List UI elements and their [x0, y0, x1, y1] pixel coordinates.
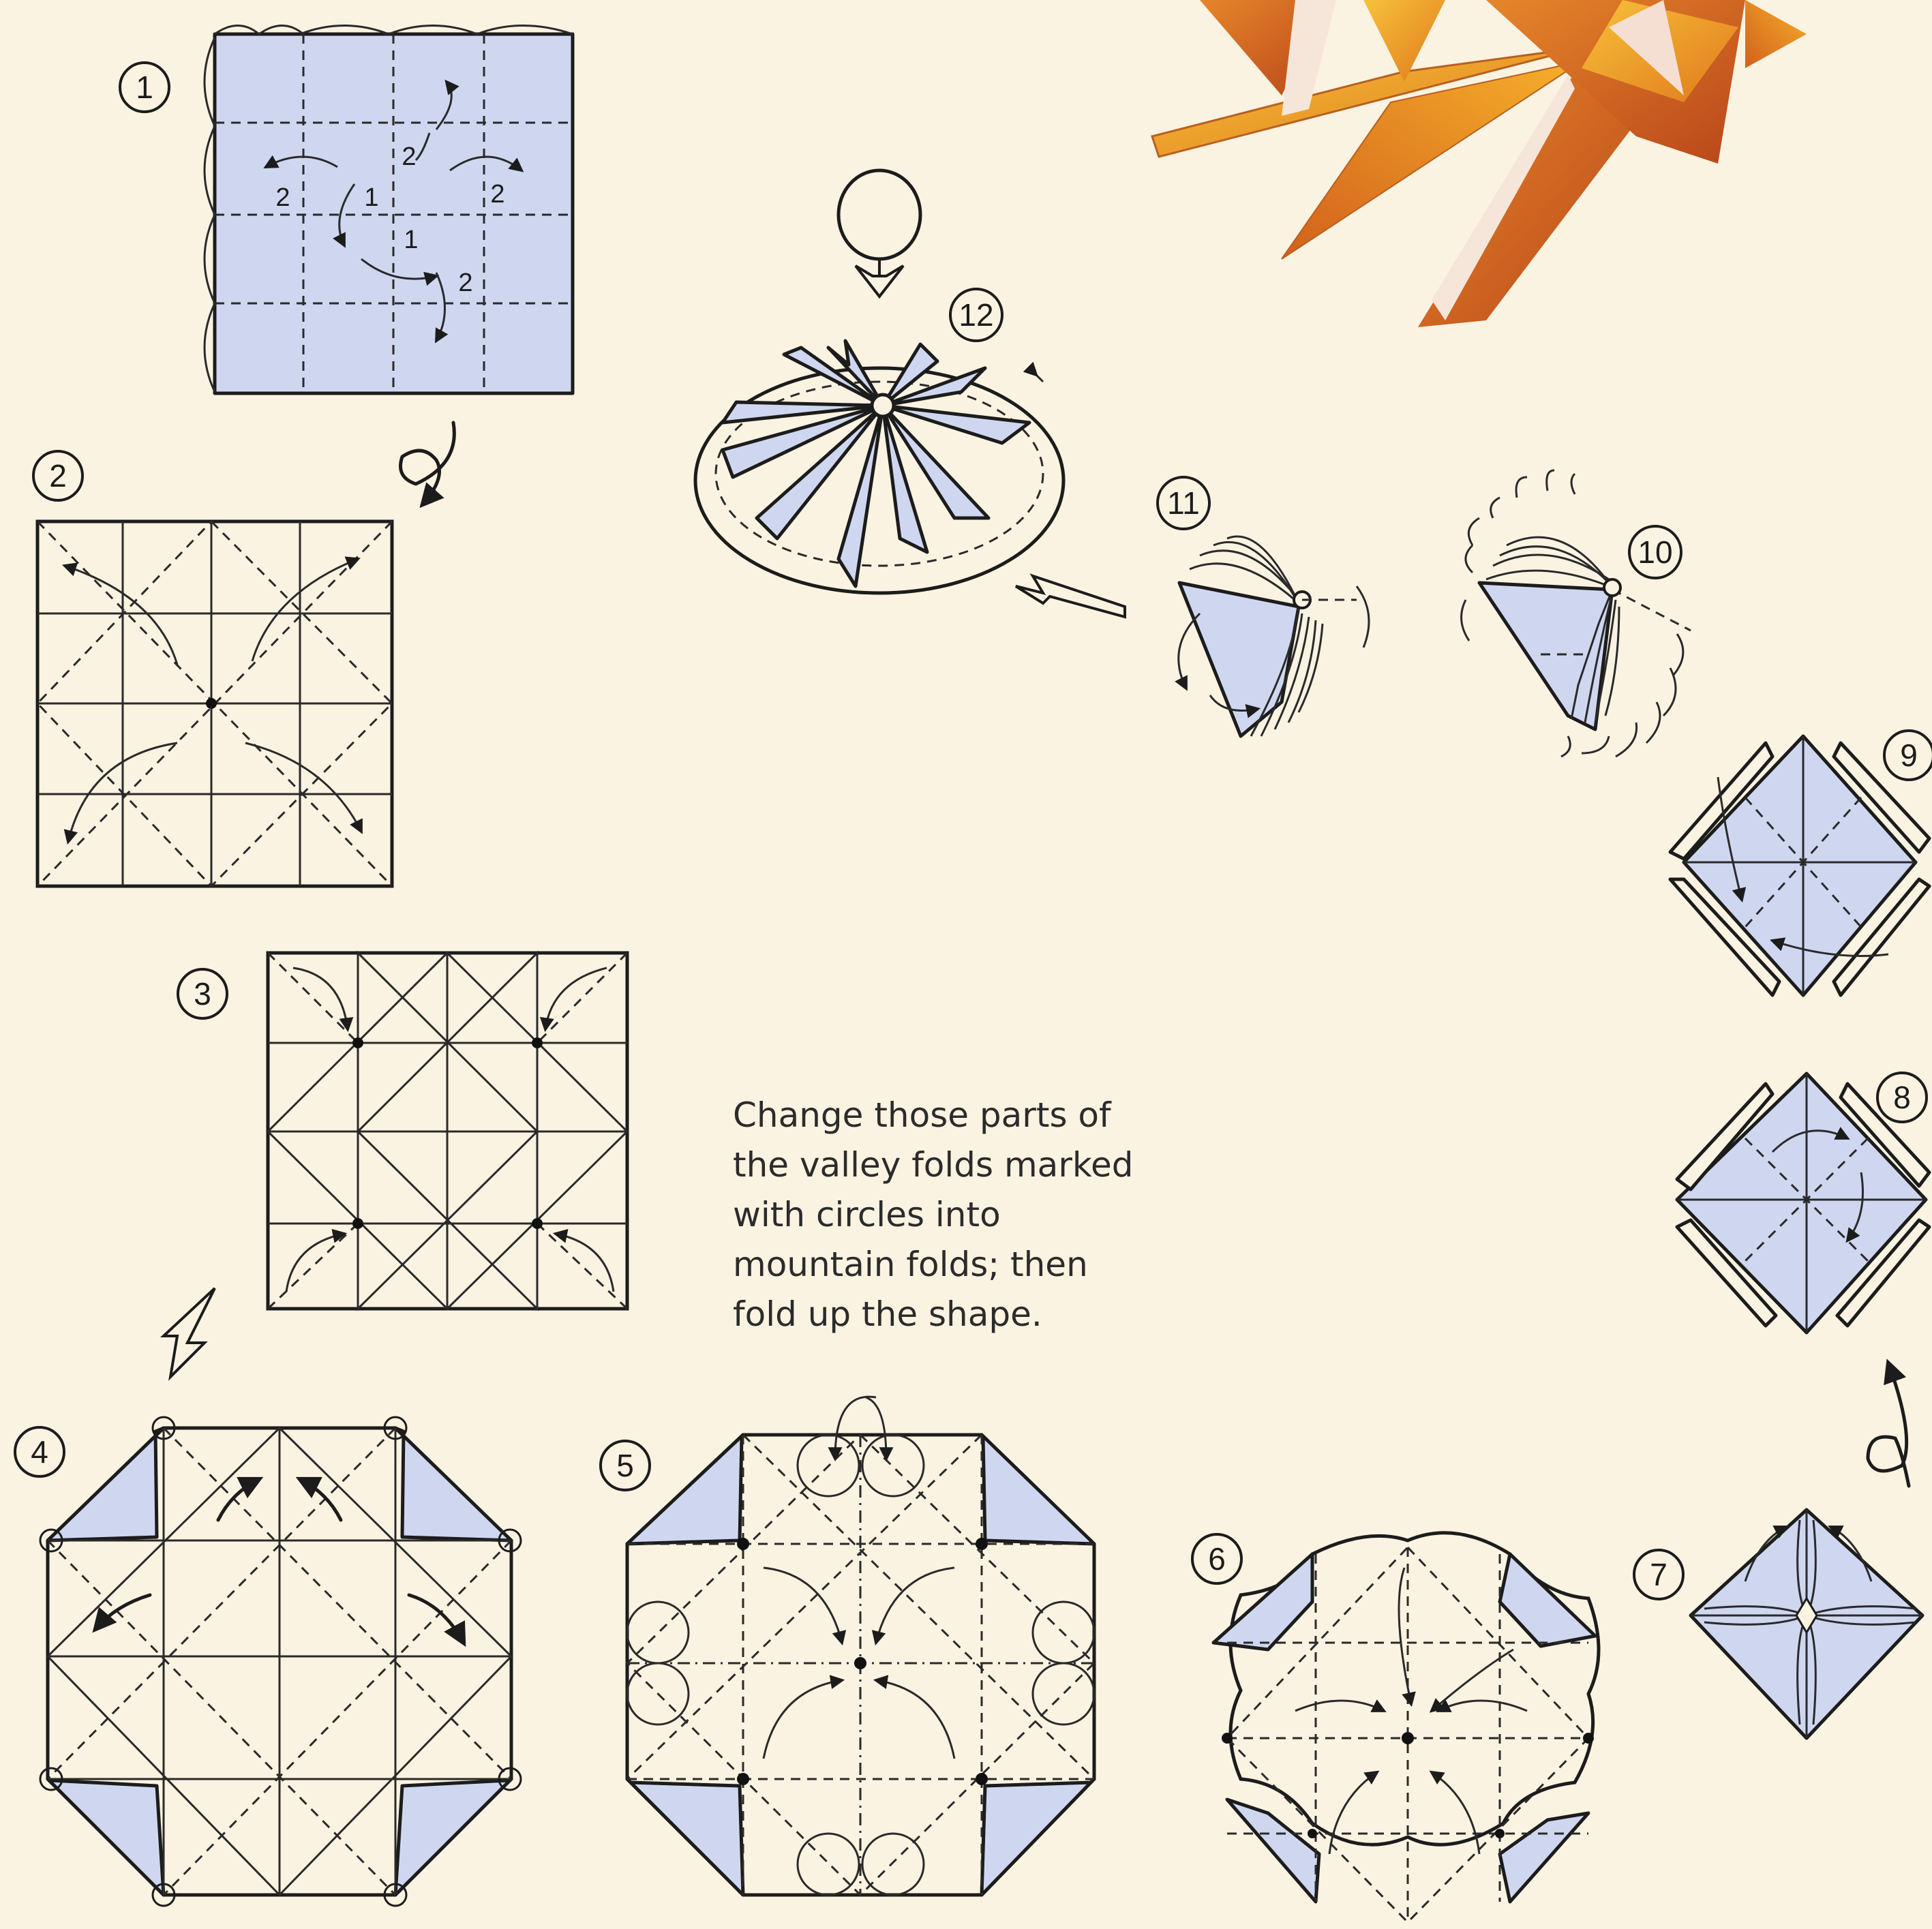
step-number: 3	[194, 976, 211, 1012]
step-10-diagram	[1462, 470, 1691, 757]
step-5-badge: 5	[601, 1441, 650, 1490]
next-step-arrow	[164, 1288, 215, 1377]
step-11-badge: 11	[1158, 477, 1209, 529]
step-number: 12	[959, 297, 993, 333]
step-12-badge: 12	[950, 289, 1002, 341]
step-2-badge: 2	[33, 451, 82, 500]
step-12-diagram	[695, 170, 1063, 593]
instruction-line: the valley folds marked	[733, 1140, 1142, 1190]
step-7-diagram	[1691, 1510, 1922, 1738]
step1-order-label: 2	[275, 183, 290, 212]
step-10-badge: 10	[1629, 526, 1681, 578]
step-9-badge: 9	[1884, 731, 1932, 780]
step-number: 2	[49, 458, 67, 493]
step-number: 7	[1650, 1557, 1667, 1592]
step-9-diagram	[1670, 736, 1929, 995]
step1-order-label: 2	[490, 180, 504, 209]
step-5-diagram	[627, 1397, 1094, 1895]
step-number: 5	[616, 1448, 634, 1483]
next-step-arrow	[1016, 576, 1125, 617]
step-number: 10	[1637, 534, 1672, 570]
instruction-line: mountain folds; then	[733, 1240, 1142, 1290]
finished-flower-photo	[1152, 0, 1807, 327]
step1-order-label: 2	[458, 269, 472, 297]
step-6-badge: 6	[1192, 1534, 1241, 1583]
step-7-badge: 7	[1634, 1550, 1683, 1599]
step-number: 6	[1208, 1541, 1226, 1577]
step-3-diagram	[268, 953, 627, 1309]
step-1-badge: 1	[120, 63, 169, 112]
step-number: 1	[136, 70, 153, 105]
step-8-badge: 8	[1877, 1073, 1927, 1122]
turn-over-symbol	[1868, 1363, 1909, 1486]
instruction-line: Change those parts of	[733, 1091, 1142, 1140]
step1-order-label: 1	[404, 226, 418, 254]
instruction-line: fold up the shape.	[733, 1290, 1142, 1339]
step-1-diagram: 2 1 2 2 1 2	[205, 26, 573, 394]
step-number: 8	[1893, 1080, 1911, 1115]
step-11-diagram	[1179, 536, 1369, 736]
step-number: 11	[1167, 485, 1200, 521]
step-2-diagram	[37, 521, 392, 886]
step1-order-label: 2	[402, 142, 416, 171]
step-4-diagram	[40, 1417, 521, 1906]
instruction-line: with circles into	[733, 1190, 1142, 1240]
instruction-text: Change those parts of the valley folds m…	[733, 1091, 1142, 1339]
step-6-diagram	[1213, 1533, 1599, 1922]
step-number: 9	[1900, 738, 1918, 773]
step-number: 4	[31, 1434, 48, 1470]
step1-order-label: 1	[364, 183, 378, 212]
turn-over-symbol	[401, 423, 455, 504]
step-4-badge: 4	[15, 1427, 64, 1476]
step-3-badge: 3	[178, 969, 227, 1018]
